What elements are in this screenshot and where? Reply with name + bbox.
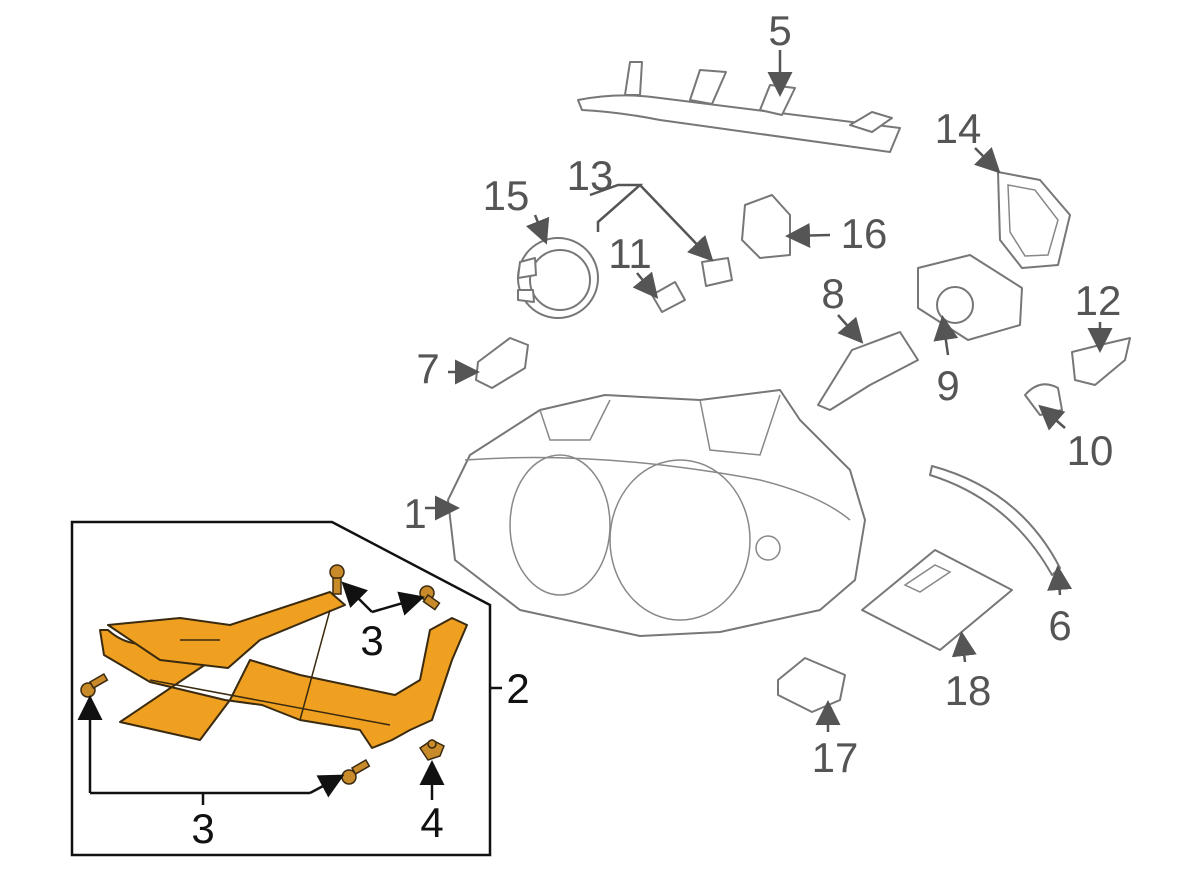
ballast-part[interactable] [861,549,1013,651]
callout-12: 12 [1075,277,1122,324]
callout-17: 17 [812,734,859,781]
small-bulb-part[interactable] [651,281,686,313]
callout-4: 4 [420,799,443,846]
bezel-trim-part[interactable] [997,171,1071,269]
callout-3-upper: 3 [360,617,383,664]
screw-part[interactable] [341,758,371,785]
screw-part[interactable] [80,672,109,698]
callout-10: 10 [1067,427,1114,474]
headlamp-assembly-part[interactable] [447,389,866,637]
callout-16: 16 [841,210,888,257]
retaining-ring-part[interactable] [517,237,599,319]
callout-7: 7 [416,345,439,392]
callout-14: 14 [935,105,982,152]
callout-2: 2 [506,665,529,712]
callout-8: 8 [821,270,844,317]
callout-6: 6 [1048,602,1071,649]
ignitor-part[interactable] [741,194,791,259]
clip-nut-part[interactable] [418,739,445,761]
screw-part[interactable] [419,585,441,611]
callout-1: 1 [403,490,426,537]
bulb-part[interactable] [475,337,529,389]
kit-group-box [70,520,492,857]
headlamp-bracket-part[interactable] [99,591,468,749]
support-bar-part[interactable] [577,61,901,153]
control-module-part[interactable] [917,254,1023,341]
callout-18: 18 [945,667,992,714]
callout-11: 11 [608,230,652,277]
callout-5: 5 [768,7,791,54]
screw-part[interactable] [329,564,345,595]
headlight-bulb-part[interactable] [817,331,919,411]
callout-3-lower: 3 [191,805,214,852]
callout-15: 15 [483,172,530,219]
socket-bulb-part[interactable] [701,257,733,287]
callout-9: 9 [936,362,959,409]
callout-13: 13 [567,152,614,199]
relay-module-part[interactable] [777,657,846,713]
